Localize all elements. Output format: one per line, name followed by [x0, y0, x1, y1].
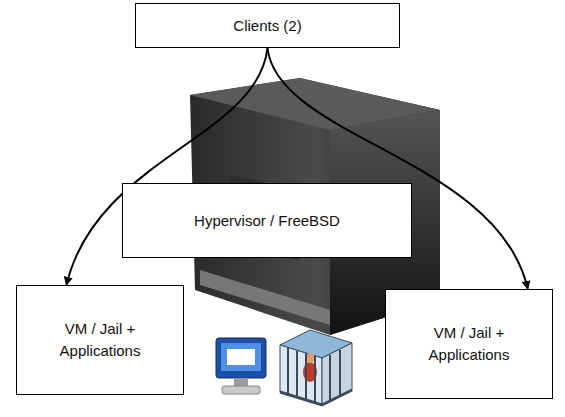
hypervisor-box: Hypervisor / FreeBSD	[122, 183, 412, 258]
vm-jail-box: VM / Jail + Applications	[385, 289, 553, 399]
box-label: VM / Jail + Applications	[60, 318, 141, 362]
computer-icon	[216, 338, 266, 394]
box-label: Hypervisor / FreeBSD	[194, 210, 340, 232]
jail-icon	[280, 330, 352, 405]
vm-jail-box: VM / Jail + Applications	[16, 285, 184, 395]
box-label: VM / Jail + Applications	[429, 322, 510, 366]
box-label: Clients (2)	[233, 15, 301, 37]
client-box: Clients (2)	[135, 3, 400, 48]
